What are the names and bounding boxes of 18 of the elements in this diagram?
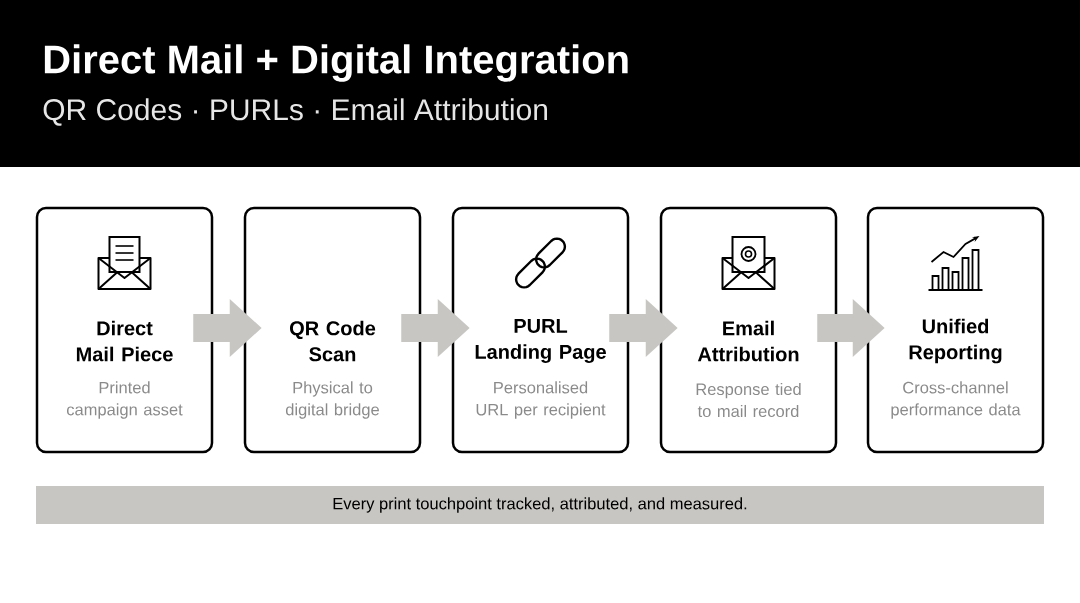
card-description: Personalised URL per recipient (476, 381, 606, 419)
step-card (866, 206, 1045, 454)
step-card (659, 206, 838, 454)
card-heading: Direct Mail Piece (76, 320, 173, 362)
card-description: Response tied to mail record (696, 382, 801, 418)
step-card (243, 206, 422, 454)
subtitle: QR Codes · PURLs · Email Attribution (43, 98, 547, 126)
card-description: Printed campaign asset (66, 381, 183, 419)
card-description: Cross-channel performance data (891, 381, 1021, 419)
card-heading: QR Code Scan (290, 320, 376, 362)
card-heading: Unified Reporting (909, 318, 1002, 364)
card-heading: Email Attribution (697, 320, 799, 362)
step-card (35, 206, 214, 454)
step-card (451, 206, 630, 454)
title: Direct Mail + Digital Integration (44, 44, 628, 82)
card-description: Physical to digital bridge (285, 381, 379, 419)
summary-banner: Every print touchpoint tracked, attributed, and measured. (36, 486, 1044, 524)
card-heading: PURL Landing Page (475, 319, 606, 363)
